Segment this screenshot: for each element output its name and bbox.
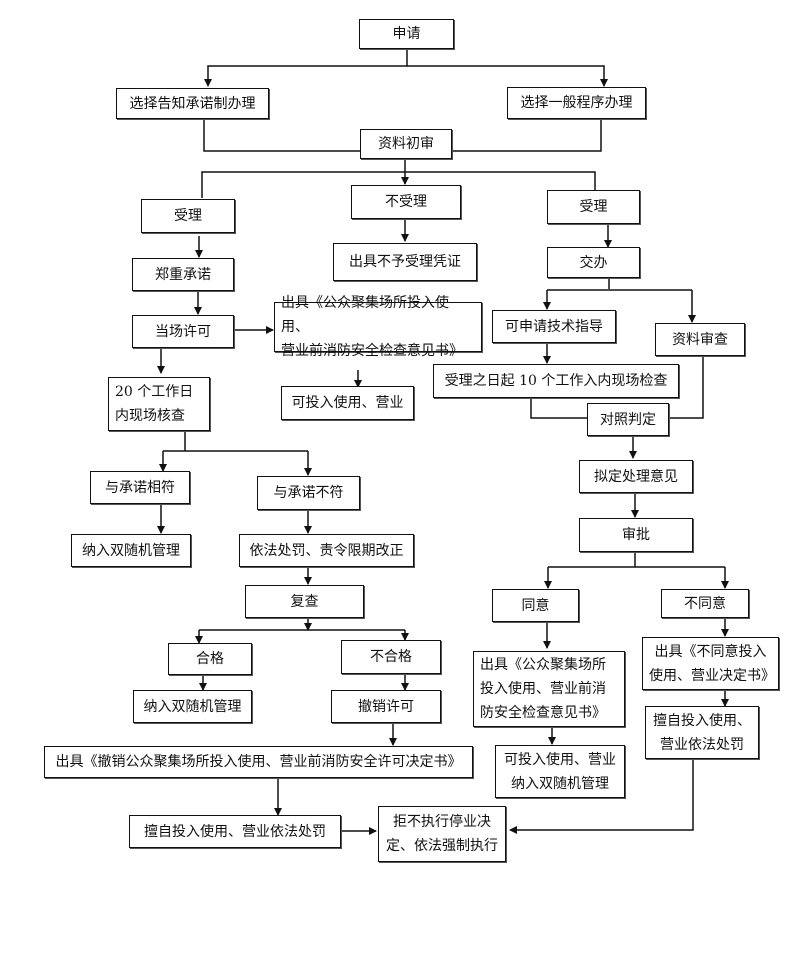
node-can-open-right: 可投入使用、营业 纳入双随机管理 [495, 745, 625, 798]
node-apply-tech-guidance: 可申请技术指导 [492, 310, 616, 343]
node-draft-opinion: 拟定处理意见 [579, 460, 693, 493]
connector-penalty-enforce-right [509, 758, 694, 834]
connector-general-review [452, 118, 602, 152]
connector-commitment-review [203, 118, 360, 152]
node-choose-commitment: 选择告知承诺制办理 [116, 88, 269, 119]
node-issue-inspection-opinion-right: 出具《公众聚集场所 投入使用、营业前消 防安全检查意见书》 [473, 651, 625, 727]
connector-review-left [201, 171, 596, 198]
node-consistent: 与承诺相符 [90, 471, 190, 504]
node-revoke-permit: 撤销许可 [331, 690, 441, 723]
node-inspect-10-days: 受理之日起 10 个工作入内现场检查 [433, 364, 679, 398]
node-issue-inspection-opinion-left: 出具《公众聚集场所投入使用、 营业前消防安全检查意见书》 [274, 295, 482, 359]
node-accept-left: 受理 [141, 199, 235, 233]
node-disagree: 不同意 [661, 589, 749, 618]
node-penalty-rectify: 依法处罚、责令限期改正 [239, 534, 414, 567]
node-random-mgmt-1: 纳入双随机管理 [71, 534, 191, 567]
connector-apply-right [407, 65, 608, 87]
node-revoke-decision: 出具《撤销公众聚集场所投入使用、营业前消防安全许可决定书》 [44, 746, 473, 778]
node-inconsistent: 与承诺不符 [257, 476, 360, 510]
node-accept-right: 受理 [547, 190, 640, 224]
node-unqualified: 不合格 [341, 640, 441, 674]
connector-docreview-compare [667, 356, 704, 419]
node-apply: 申请 [359, 19, 454, 49]
node-onsite-permit: 当场许可 [132, 315, 234, 348]
node-compare-judge: 对照判定 [587, 403, 669, 436]
node-solemn-commitment: 郑重承诺 [132, 258, 234, 291]
node-assign: 交办 [547, 247, 640, 278]
node-reject-certificate: 出具不予受理凭证 [333, 243, 477, 281]
node-issue-disagree-decision: 出具《不同意投入 使用、营业决定书》 [642, 637, 779, 690]
node-can-open-left: 可投入使用、营业 [281, 386, 414, 420]
node-unauthorized-penalty-left: 擅自投入使用、营业依法处罚 [129, 815, 341, 848]
node-inspect-20-days: 20 个工作日 内现场核查 [108, 377, 210, 431]
node-unauthorized-penalty-right: 擅自投入使用、 营业依法处罚 [645, 706, 759, 759]
node-recheck: 复查 [245, 585, 364, 618]
node-agree: 同意 [492, 589, 579, 622]
node-enforce: 拒不执行停业决 定、依法强制执行 [378, 806, 506, 862]
node-approve: 审批 [579, 518, 693, 552]
node-choose-general: 选择一般程序办理 [507, 87, 646, 119]
node-reject: 不受理 [351, 185, 461, 219]
node-initial-review: 资料初审 [360, 129, 452, 159]
connector-apply-split [204, 48, 408, 87]
node-random-mgmt-2: 纳入双随机管理 [133, 690, 252, 723]
node-document-review: 资料审查 [655, 323, 745, 356]
node-qualified: 合格 [168, 643, 252, 675]
connector-inspect-compare [530, 397, 587, 419]
